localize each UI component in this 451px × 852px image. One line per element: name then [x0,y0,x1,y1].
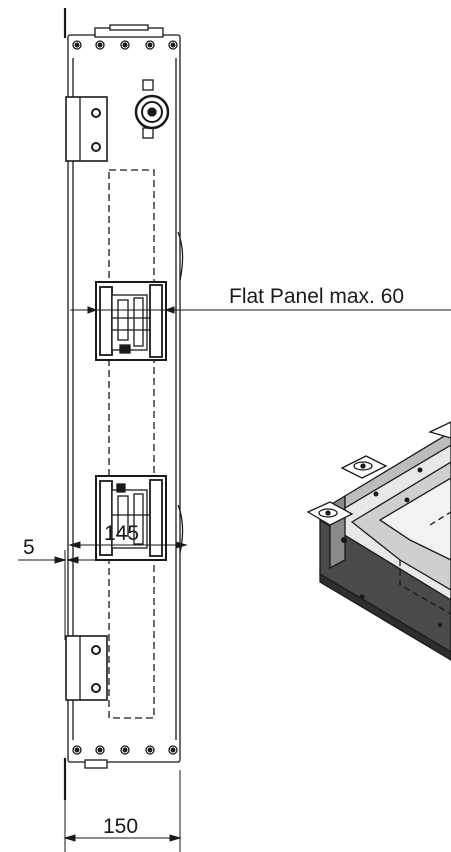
bottom-screw-row [72,745,178,755]
iso-holes [341,467,442,627]
knob-connector [134,79,170,139]
iso-tray-floor [378,477,451,561]
isometric-view [306,421,451,661]
offset-label: 5 [23,536,35,559]
inner-depth-arrow-right [175,541,188,549]
iso-front-bracket [306,501,354,526]
top-tab-lip [109,24,149,31]
width-label: 150 [103,815,138,838]
flat-panel-arrow-right [164,306,175,314]
top-screw-row [72,40,178,50]
lower-cable-clip [177,504,184,554]
iso-far-bracket [428,421,451,439]
iso-bottom-band [319,572,451,661]
offset-arrow-left [66,556,79,564]
upper-cable-clip [177,231,184,281]
dimensions [18,306,451,852]
dashed-cutout-outline [108,169,155,719]
offset-arrow-right [54,556,67,564]
inner-depth-label: 145 [104,522,139,545]
upper-side-bracket [65,96,108,162]
bottom-tab [84,759,108,769]
side-view [63,8,184,800]
lower-clamp [95,475,167,561]
flat-panel-arrow-left [87,306,98,314]
width-arrow-right [169,834,182,842]
flat-panel-label: Flat Panel max. 60 [229,285,404,308]
lower-side-bracket [65,635,108,701]
upper-clamp [95,281,167,361]
iso-rear-bracket [340,455,388,479]
iso-dashed-edge-2 [429,511,451,526]
iso-back-wall [344,431,451,510]
iso-dashed-edge [399,560,451,615]
inner-depth-arrow-left [68,541,81,549]
width-arrow-left [63,834,76,842]
